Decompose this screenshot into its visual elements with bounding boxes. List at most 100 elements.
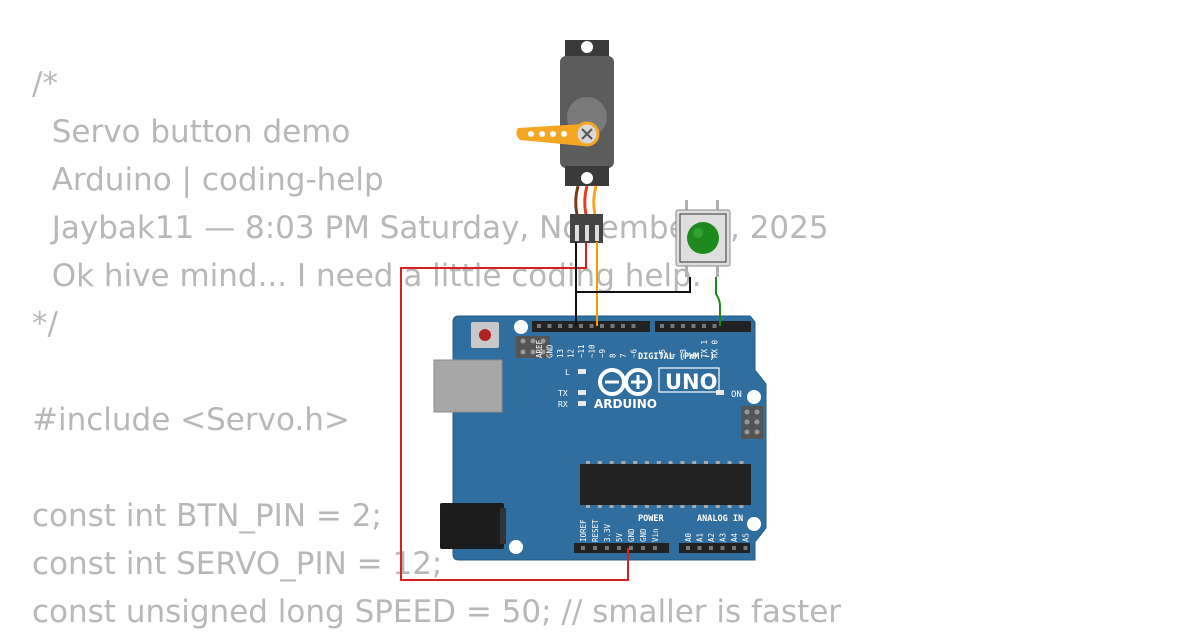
servo-horn-hole [550,131,556,137]
power-pin-label: IOREF [579,519,588,542]
digital-pin[interactable] [691,324,696,328]
analog-pin-label: A3 [719,533,728,542]
digital-pin-dots [537,324,717,328]
power-pin[interactable] [617,546,621,550]
digital-pin-label: AREF [535,339,544,358]
code-line: */ [32,306,58,342]
power-pin-label: Vin [651,528,660,542]
digital-pin-label: RX 0 [711,339,720,358]
servo-horn [516,124,583,146]
digital-pin[interactable] [621,324,625,328]
analog-label: ANALOG IN [697,514,743,524]
digital-pin[interactable] [631,324,636,328]
analog-pin[interactable] [686,546,690,550]
bottom-pin-dots [581,546,748,550]
analog-pin[interactable] [743,546,748,550]
digital-pin-label: 2 [690,353,699,358]
analog-pin[interactable] [709,546,713,550]
power-pin[interactable] [581,546,585,550]
power-pin-label: 5V [615,532,624,542]
power-pin-label: RESET [591,519,600,542]
usb-port [433,359,503,413]
digital-pin-label: 13 [556,349,565,358]
servo-wire-orange [592,185,598,216]
servo-motor[interactable] [516,40,614,243]
analog-pin[interactable] [697,546,702,550]
analog-pin[interactable] [732,546,736,550]
code-line: Servo button demo [32,114,351,150]
led-rx-label: RX [558,400,568,409]
icsp-header-right [741,406,763,439]
digital-header [532,321,751,332]
led-l-label: L [565,368,570,377]
analog-pin-label: A5 [742,533,751,542]
power-pin[interactable] [605,546,609,550]
digital-pin[interactable] [547,324,552,328]
digital-pin[interactable] [610,324,615,328]
digital-pin-label: ~3 [679,349,688,358]
led-on [716,390,724,395]
wire-5v-power [400,242,629,581]
servo-wire-red [583,185,589,216]
servo-horn-hole [528,131,534,137]
digital-pin-label: ~6 [630,348,639,358]
power-pin[interactable] [629,546,633,550]
digital-pin[interactable] [600,324,604,328]
pushbutton[interactable] [675,200,731,277]
mounting-hole [514,320,528,334]
servo-shaft-cross-icon [581,128,593,140]
servo-mount-hole [581,172,593,184]
wire-button-signal [715,277,721,326]
digital-pin[interactable] [589,324,594,328]
digital-pin-label: 12 [567,349,576,358]
led-l [578,369,586,374]
digital-pin[interactable] [712,324,717,328]
power-jack-edge [500,508,506,544]
digital-pin[interactable] [681,324,685,328]
arduino-brand-text: ARDUINO [594,397,657,411]
mounting-hole [747,390,761,404]
servo-horn-hole [539,131,545,137]
digital-pin-label: ~11 [577,344,586,358]
digital-pin-label: 8 [609,353,618,358]
digital-pin-label: GND [546,344,555,358]
power-pin[interactable] [653,546,657,550]
servo-wire-brown [574,185,580,216]
digital-pin[interactable] [568,324,573,328]
code-line: const unsigned long SPEED = 50; // small… [32,594,842,630]
led-tx-label: TX [558,389,568,398]
code-line: const int SERVO_PIN = 12; [32,546,443,582]
led-on-label: ON [731,390,742,400]
analog-pin-label: A0 [684,532,693,542]
code-line: #include <Servo.h> [32,402,350,438]
atmega-chip [580,461,751,508]
mounting-hole [747,517,761,531]
power-pin[interactable] [593,546,597,550]
digital-pin[interactable] [558,324,562,328]
digital-pin-label: TX 1 [700,340,709,358]
digital-pin[interactable] [702,324,706,328]
code-line: Arduino | coding-help [32,162,384,198]
analog-pin[interactable] [720,546,725,550]
servo-mount-hole [581,41,593,53]
analog-pin-label: A1 [696,533,705,542]
power-pin-label: GND [639,528,648,542]
digital-pin-label: 4 [669,353,678,358]
power-pin-label: GND [627,528,636,542]
code-line: const int BTN_PIN = 2; [32,498,382,534]
code-line: Ok hive mind... I need a little coding h… [32,258,702,294]
digital-pin[interactable] [537,324,541,328]
digital-pin[interactable] [660,324,664,328]
power-pin[interactable] [641,546,645,550]
pushbutton-cap[interactable] [687,222,719,254]
uno-badge [658,367,720,393]
digital-pin[interactable] [579,324,583,328]
led-tx [578,390,586,395]
digital-pin[interactable] [670,324,675,328]
power-label: POWER [638,514,664,524]
analog-header [679,543,750,553]
